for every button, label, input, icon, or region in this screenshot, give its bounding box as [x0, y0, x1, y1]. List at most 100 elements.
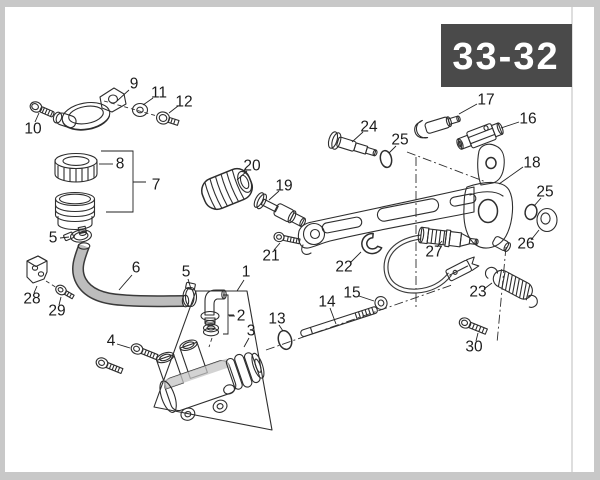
callout-12: 12: [175, 94, 192, 111]
leader-line-13: [278, 324, 284, 332]
part-oring-25b: [524, 203, 538, 221]
leader-line-29: [58, 296, 62, 306]
leader-line-4: [116, 343, 131, 349]
switch-terminal: [445, 256, 480, 282]
leader-line-9: [116, 89, 130, 102]
leader-line-12: [168, 105, 179, 114]
leader-line-27: [436, 240, 443, 248]
callout-24: 24: [360, 119, 378, 136]
badge-label: 33-32: [452, 36, 559, 78]
part-reservoir-cap-8: [54, 152, 98, 183]
leader-line-5: [59, 236, 70, 239]
callout-layer: 1234556789101112131415161718192021222324…: [23, 76, 553, 356]
callout-7: 7: [152, 177, 161, 194]
leader-line-24: [351, 131, 364, 143]
leader-line-21: [273, 242, 281, 251]
badge-box: [441, 24, 572, 87]
callout-4: 4: [107, 333, 116, 350]
callout-17: 17: [477, 92, 494, 109]
callout-2: 2: [237, 308, 246, 325]
callout-26: 26: [517, 236, 534, 253]
callout-8: 8: [116, 156, 125, 173]
leader-line-30: [475, 332, 479, 342]
axis-spring-bolt: [496, 246, 507, 344]
part-pivot-pin-19: [253, 192, 307, 227]
leader-line-15: [358, 295, 375, 302]
part-spring-23: [484, 266, 538, 308]
callout-25: 25: [536, 184, 553, 201]
leader-line-22: [349, 251, 362, 264]
leader-line-14: [329, 307, 337, 325]
callout-20: 20: [243, 158, 261, 175]
callout-19: 19: [275, 178, 292, 195]
callout-15: 15: [343, 285, 360, 302]
leader-line-25: [388, 145, 397, 154]
leader-line-17: [458, 103, 478, 115]
group-bracket-2: [223, 294, 234, 335]
callout-22: 22: [335, 259, 352, 276]
pedal-lower-boss: [492, 236, 512, 253]
part-adjuster-16: [456, 122, 504, 150]
leader-line-10: [34, 112, 40, 123]
part-pin-17: [414, 115, 461, 139]
part-screw-29: [55, 284, 75, 300]
leader-line-3: [243, 337, 250, 348]
leader-line-28: [33, 285, 38, 294]
part-boot-3: [225, 352, 265, 390]
callout-13: 13: [268, 311, 285, 328]
leader-line-23: [483, 282, 493, 290]
assembly-axis-dashed-28: [45, 280, 58, 289]
callout-30: 30: [465, 339, 483, 356]
part-bolt-10: [29, 101, 55, 118]
callout-29: 29: [48, 303, 65, 320]
callout-25: 25: [391, 132, 408, 149]
leader-line-26: [530, 229, 540, 241]
leader-line-6: [118, 274, 133, 291]
callout-5: 5: [182, 264, 191, 281]
callout-10: 10: [24, 121, 42, 138]
part-screws-4: [95, 343, 159, 375]
part-washer-26: [536, 207, 558, 233]
part-reservoir-body: [54, 150, 146, 236]
callout-1: 1: [242, 264, 251, 281]
callout-27: 27: [425, 244, 442, 261]
part-clamp-9: [52, 87, 127, 131]
part-hose-6: [72, 242, 190, 308]
callout-11: 11: [151, 85, 167, 102]
part-elbow-fitting-2: [200, 289, 227, 326]
part-bracket-28: [26, 255, 48, 284]
leader-line-5: [187, 278, 192, 290]
assembly-box-1: [153, 290, 273, 431]
part-spring-clip-22: [361, 232, 383, 255]
callout-16: 16: [519, 111, 536, 128]
leader-line-25: [533, 197, 542, 207]
page-code-badge: 33-32: [441, 24, 572, 87]
leader-line-11: [142, 97, 154, 106]
part-brake-pedal-18: [297, 143, 514, 255]
callout-3: 3: [247, 323, 256, 340]
axis-16-17: [406, 151, 487, 183]
group-bracket-7: [101, 150, 146, 213]
callout-18: 18: [523, 155, 540, 172]
part-pushrod-14: [300, 306, 378, 338]
part-nut-15: [374, 295, 388, 311]
callout-28: 28: [23, 291, 40, 308]
callout-6: 6: [132, 260, 141, 277]
callout-14: 14: [318, 294, 336, 311]
pushrod-axis: [265, 284, 453, 351]
part-hose-clamp-5a: [63, 229, 92, 243]
part-switch-27: [383, 226, 480, 294]
leader-line-1: [236, 279, 245, 292]
part-oring-25a: [379, 149, 393, 169]
callout-5: 5: [49, 230, 58, 247]
part-bolt-12: [155, 111, 180, 126]
leader-line-20: [236, 170, 248, 181]
leader-line-16: [500, 121, 520, 129]
callout-21: 21: [262, 248, 279, 265]
part-master-cylinder-1: [156, 339, 265, 421]
part-washer-11: [131, 102, 149, 118]
part-rubber-grip-20: [200, 167, 254, 211]
leader-line-19: [268, 190, 280, 201]
leader-line-18: [498, 166, 524, 185]
